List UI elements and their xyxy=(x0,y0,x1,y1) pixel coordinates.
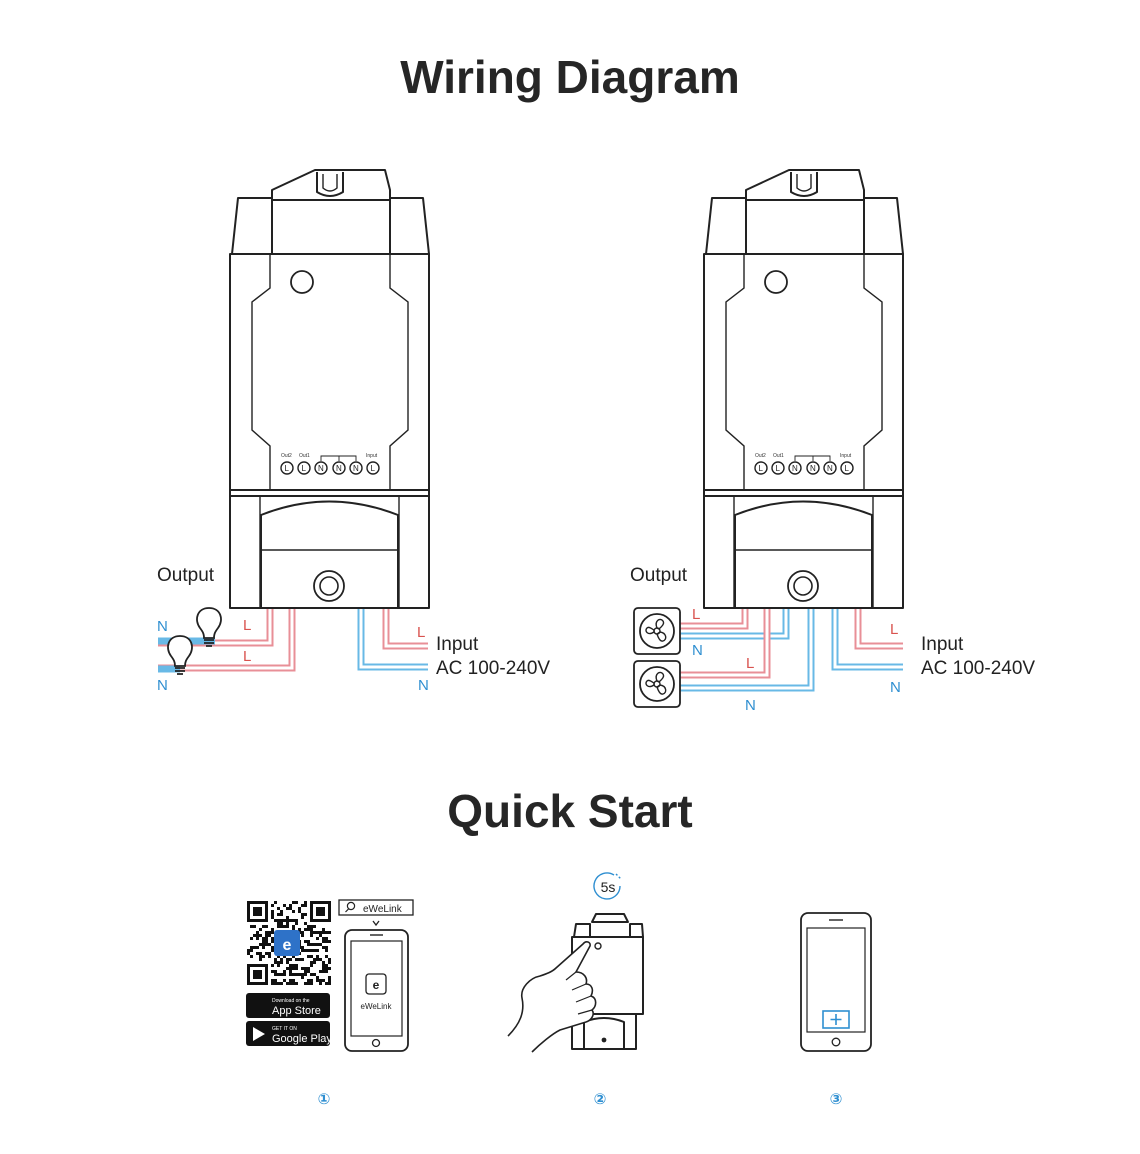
step-number-1: ① xyxy=(318,1091,331,1108)
qr-code-icon: e xyxy=(246,900,332,986)
add-device-button[interactable] xyxy=(822,1010,850,1029)
svg-text:Out1: Out1 xyxy=(773,453,784,459)
quick-start-step-1: e Download on the App Store GET IT ON Go… xyxy=(246,899,414,1052)
svg-text:Out2: Out2 xyxy=(281,453,292,459)
live-label: L xyxy=(890,621,898,638)
hand-icon xyxy=(507,941,597,1053)
svg-text:N: N xyxy=(318,464,324,473)
svg-text:Out2: Out2 xyxy=(755,453,766,459)
step-number-3: ③ xyxy=(830,1091,843,1108)
neutral-label: N xyxy=(890,679,901,696)
search-bar: eWeLink xyxy=(338,899,414,927)
svg-text:L: L xyxy=(759,464,764,473)
google-play-icon xyxy=(253,1027,265,1041)
svg-text:Google Play: Google Play xyxy=(272,1033,332,1045)
quick-start-title: Quick Start xyxy=(447,785,693,837)
live-label: L xyxy=(243,617,251,634)
svg-text:N: N xyxy=(792,464,798,473)
svg-text:Input: Input xyxy=(366,453,378,459)
live-label: L xyxy=(746,655,754,672)
svg-text:L: L xyxy=(302,464,307,473)
search-text: eWeLink xyxy=(363,904,403,915)
neutral-label: N xyxy=(692,642,703,659)
live-label: L xyxy=(243,648,251,665)
google-play-button[interactable]: GET IT ON Google Play xyxy=(246,1021,332,1046)
input-label: Input xyxy=(436,634,479,655)
right-wiring-diagram: Output L N L N L N Input AC 100-240V Out… xyxy=(630,169,1035,714)
terminal-labels: Out2 Out1 Input L L N N N L xyxy=(755,453,852,473)
chevron-down-icon xyxy=(372,920,380,927)
svg-text:Input: Input xyxy=(840,453,852,459)
voltage-label: AC 100-240V xyxy=(436,658,550,679)
svg-text:e: e xyxy=(373,978,380,992)
svg-text:App Store: App Store xyxy=(272,1005,321,1017)
phone-icon xyxy=(800,912,872,1052)
svg-text:L: L xyxy=(845,464,850,473)
app-name: eWeLink xyxy=(361,1002,393,1011)
press-time: 5s xyxy=(601,879,616,895)
svg-text:L: L xyxy=(285,464,290,473)
input-label: Input xyxy=(921,634,964,655)
search-icon xyxy=(346,901,356,911)
left-wires xyxy=(158,606,428,673)
svg-text:N: N xyxy=(810,464,816,473)
ewelink-app-icon xyxy=(365,973,387,995)
svg-text:N: N xyxy=(827,464,833,473)
switch-device-right xyxy=(703,169,904,609)
svg-text:L: L xyxy=(776,464,781,473)
fan-icon xyxy=(633,660,681,708)
live-label: L xyxy=(692,606,700,623)
app-store-button[interactable]: Download on the App Store xyxy=(246,993,330,1018)
wiring-diagram-title: Wiring Diagram xyxy=(400,51,740,103)
quick-start-step-2: 5s xyxy=(507,872,644,1053)
add-icon xyxy=(830,1014,842,1025)
press-timer: 5s xyxy=(593,872,622,900)
svg-text:N: N xyxy=(353,464,359,473)
neutral-label: N xyxy=(418,677,429,694)
svg-text:GET IT ON: GET IT ON xyxy=(272,1026,297,1032)
output-label: Output xyxy=(630,565,688,586)
right-wires xyxy=(680,606,903,692)
live-label: L xyxy=(417,624,425,641)
svg-text:Download on the: Download on the xyxy=(272,998,310,1004)
left-wiring-diagram: Output N N L L L N Input AC 100-240V Out… xyxy=(157,169,550,694)
svg-text:e: e xyxy=(283,937,292,954)
voltage-label: AC 100-240V xyxy=(921,658,1035,679)
neutral-label: N xyxy=(157,677,168,694)
svg-text:Out1: Out1 xyxy=(299,453,310,459)
terminal-labels: Out2 Out1 Input L L N N N L xyxy=(281,453,378,473)
output-label: Output xyxy=(157,565,215,586)
quick-start-step-3 xyxy=(800,912,872,1052)
svg-text:N: N xyxy=(336,464,342,473)
neutral-label: N xyxy=(157,618,168,635)
svg-text:L: L xyxy=(371,464,376,473)
step-number-2: ② xyxy=(594,1091,607,1108)
switch-device-left xyxy=(229,169,430,609)
phone-icon: e eWeLink xyxy=(344,929,409,1052)
neutral-label: N xyxy=(745,697,756,714)
fan-icon xyxy=(633,607,681,655)
